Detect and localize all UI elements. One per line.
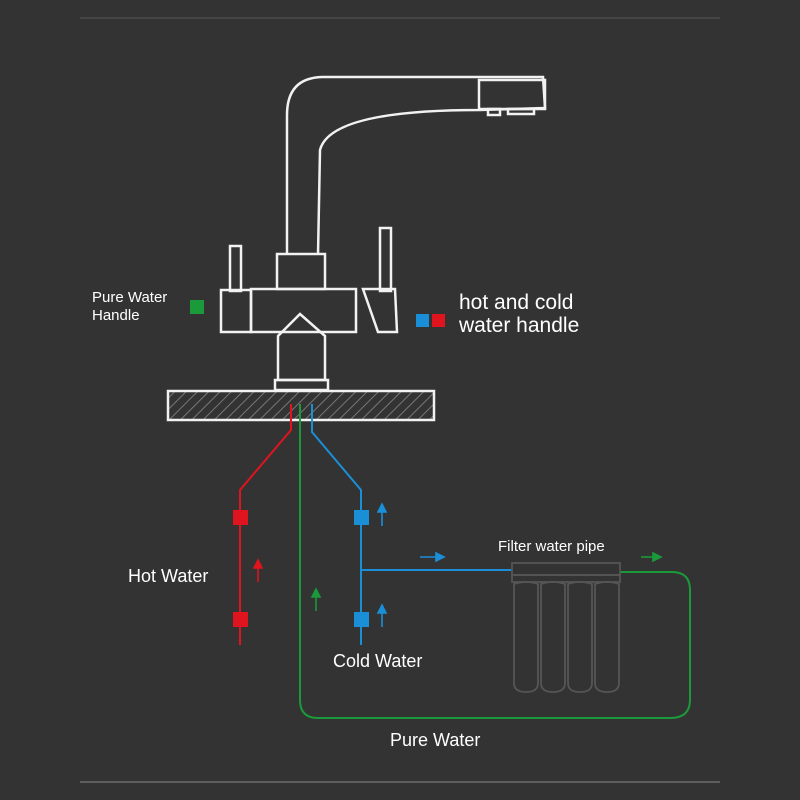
filter-water-pipe-label: Filter water pipe xyxy=(498,538,605,555)
hot-water-label: Hot Water xyxy=(128,566,209,586)
cold-water-line xyxy=(311,404,512,645)
hot-flow-arrow-icon xyxy=(252,558,264,582)
pure-flow-arrow-icon xyxy=(310,551,663,611)
pure-water-line xyxy=(299,404,691,719)
filter-unit xyxy=(511,562,621,693)
hot-cold-handle-label-line2: water handle xyxy=(459,314,580,337)
hot-cold-handle-label-line1: hot and cold xyxy=(459,291,574,314)
pure-handle-color-swatch xyxy=(190,300,204,314)
pure-water-handle-label-line2: Handle xyxy=(92,307,140,324)
hot-valve-upper xyxy=(233,510,248,525)
pure-water-label: Pure Water xyxy=(390,730,481,750)
cold-valve-upper xyxy=(354,510,369,525)
cold-valve-lower xyxy=(354,612,369,627)
pure-water-handle-label-line1: Pure Water xyxy=(92,289,168,306)
cold-flow-arrow-icon xyxy=(376,502,446,627)
cold-water-label: Cold Water xyxy=(333,651,423,671)
hot-valve-lower xyxy=(233,612,248,627)
hot-handle-color-swatch xyxy=(432,314,445,327)
cold-handle-color-swatch xyxy=(416,314,429,327)
valves xyxy=(233,510,369,627)
faucet-body xyxy=(219,226,399,392)
hot-water-line xyxy=(239,404,292,645)
faucet-spout xyxy=(285,75,547,256)
